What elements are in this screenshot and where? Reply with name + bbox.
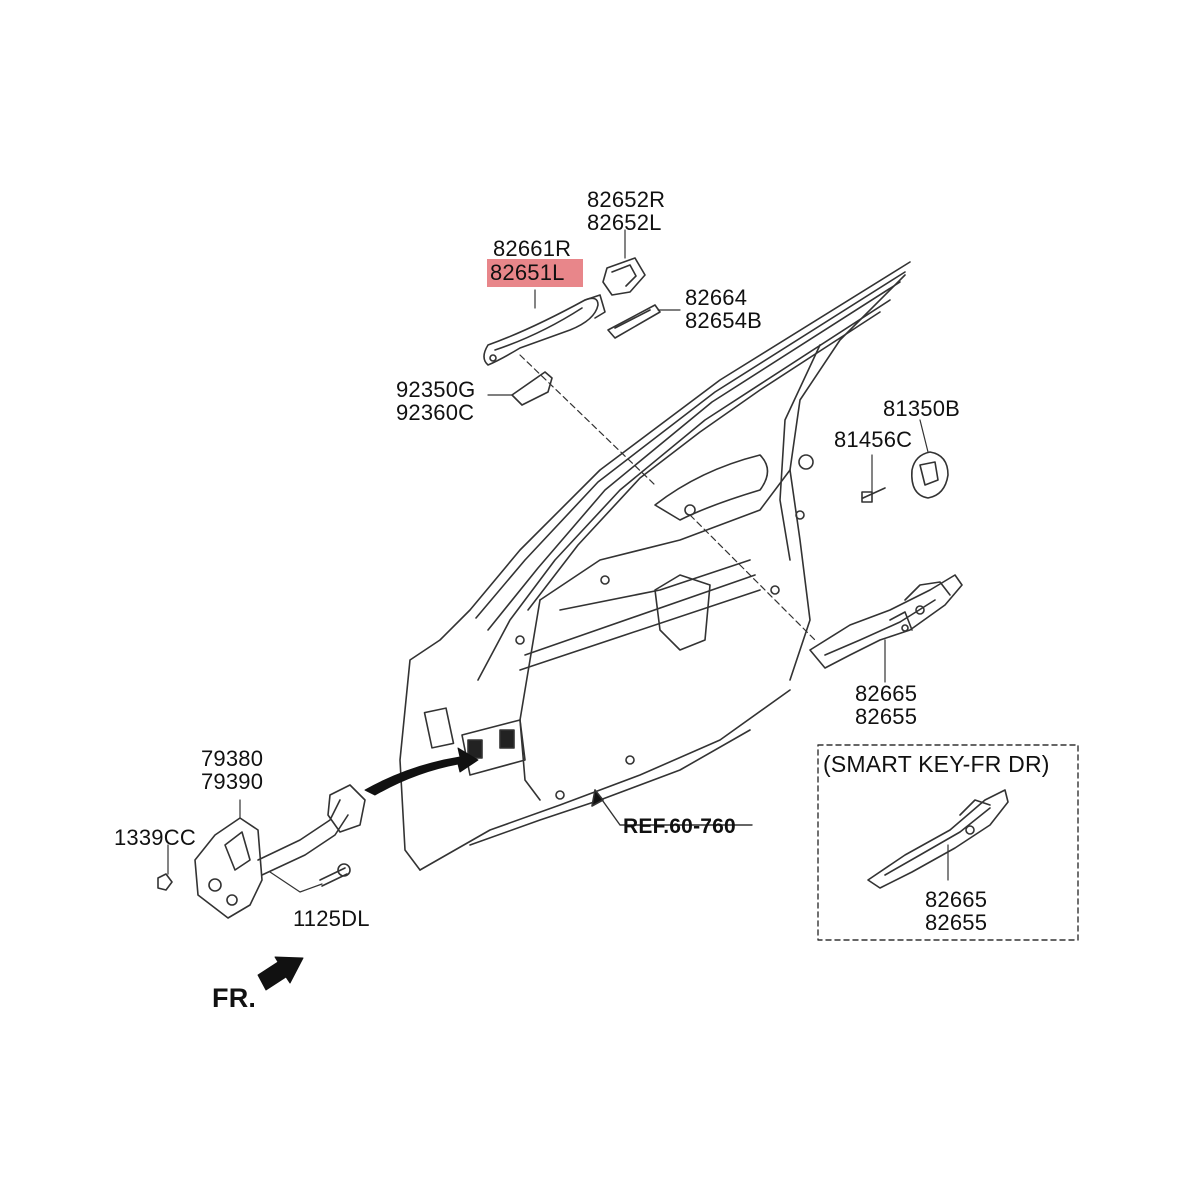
label-92360c: 92360C [396, 400, 475, 425]
smart-key-title: (SMART KEY-FR DR) [823, 751, 1050, 777]
leader-lines [167, 229, 949, 893]
label-81350b: 81350B [883, 396, 961, 421]
label-82665: 82665 [855, 681, 918, 706]
front-label: FR. [212, 983, 257, 1013]
label-79380: 79380 [201, 746, 264, 771]
label-81456c: 81456C [834, 427, 913, 452]
label-1339cc: 1339CC [114, 825, 196, 850]
hinge-pointer-arrow [364, 747, 479, 796]
smart-key-box [817, 744, 1079, 941]
label-smart-82655: 82655 [925, 910, 988, 935]
handle-pad [607, 304, 661, 339]
label-92350g: 92350G [396, 377, 476, 402]
label-82655: 82655 [855, 704, 918, 729]
ref-pointer [591, 789, 753, 826]
checker-bolt [319, 863, 351, 887]
ref-label: REF.60-760 [623, 815, 736, 838]
checker-nut [157, 873, 173, 891]
label-82652l: 82652L [587, 210, 662, 235]
door-checker [194, 784, 366, 919]
outside-handle-bracket [809, 574, 963, 669]
label-82652r: 82652R [587, 187, 666, 212]
handle-cover [602, 257, 646, 296]
front-arrow-icon [257, 956, 304, 991]
sensor-pad [511, 371, 553, 406]
label-82664: 82664 [685, 285, 748, 310]
label-79390: 79390 [201, 769, 264, 794]
striker-screw [861, 487, 886, 503]
smart-key-bracket [867, 789, 1009, 889]
outside-handle [483, 294, 606, 366]
label-82651l-highlighted: 82651L [487, 259, 583, 287]
label-82654b: 82654B [685, 308, 763, 333]
label-smart-82665: 82665 [925, 887, 988, 912]
door-panel [399, 261, 911, 871]
door-striker [911, 451, 949, 499]
label-1125dl: 1125DL [293, 906, 370, 931]
label-82661r: 82661R [493, 236, 572, 261]
